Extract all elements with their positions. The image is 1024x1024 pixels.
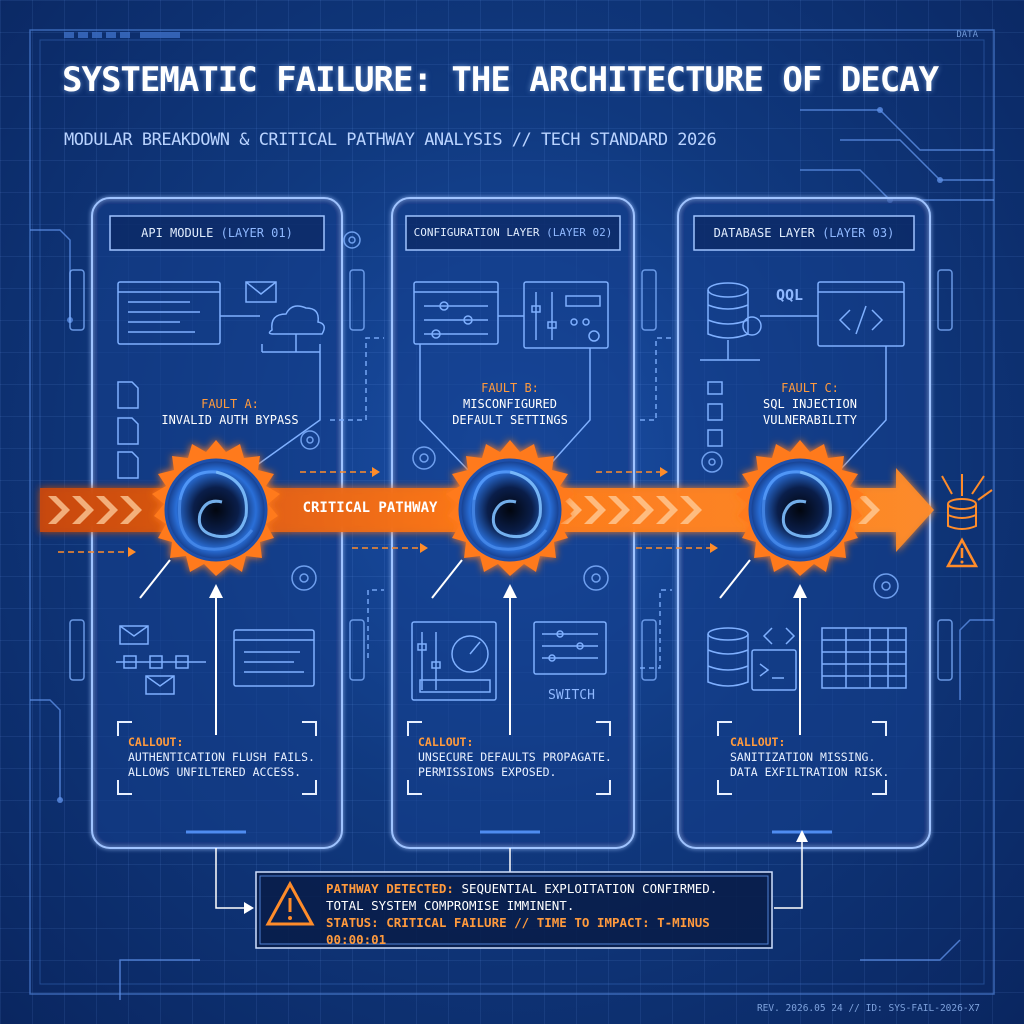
panel-layer: (LAYER 03) — [822, 226, 895, 240]
alert-box — [255, 871, 773, 949]
fault-description-line2: DEFAULT SETTINGS — [452, 413, 568, 427]
callout-database: CALLOUT: SANITIZATION MISSING. DATA EXFI… — [730, 735, 890, 780]
callout-label: CALLOUT: — [730, 735, 786, 749]
browser-window-icon — [233, 629, 315, 687]
alert-status: STATUS: CRITICAL FAILURE // TIME TO IMPA… — [326, 915, 710, 947]
fault-description: INVALID AUTH BYPASS — [161, 413, 299, 427]
callout-api: CALLOUT: AUTHENTICATION FLUSH FAILS. ALL… — [128, 735, 318, 780]
switch-label: SWITCH — [548, 688, 595, 703]
callout-line2: DATA EXFILTRATION RISK. — [730, 765, 890, 779]
qql-label: QQL — [776, 286, 804, 304]
fault-description-line2: VULNERABILITY — [763, 413, 857, 427]
panel-title-database: DATABASE LAYER (LAYER 03) — [694, 219, 914, 247]
envelope-icon — [245, 281, 277, 303]
callout-line1: AUTHENTICATION FLUSH FAILS. — [128, 750, 315, 764]
panel-layer: (LAYER 01) — [220, 226, 293, 240]
panel-title-api: API MODULE (LAYER 01) — [110, 219, 324, 247]
alert-line2: TOTAL SYSTEM COMPROMISE IMMINENT. — [326, 898, 575, 913]
panel-name: DATABASE LAYER — [713, 226, 815, 240]
fault-label: FAULT C: — [781, 381, 839, 395]
callout-line2: PERMISSIONS EXPOSED. — [418, 765, 557, 779]
gauge-icon — [451, 635, 489, 673]
fault-b: FAULT B: MISCONFIGURED DEFAULT SETTINGS — [420, 380, 600, 428]
fault-description-line1: MISCONFIGURED — [463, 397, 557, 411]
callout-label: CALLOUT: — [418, 735, 474, 749]
browser-window-icon — [117, 281, 221, 345]
page-subtitle: MODULAR BREAKDOWN & CRITICAL PATHWAY ANA… — [64, 130, 717, 150]
panel-layer: (LAYER 02) — [546, 226, 613, 239]
terminal-icon — [751, 649, 797, 691]
fault-description-line1: SQL INJECTION — [763, 397, 857, 411]
alert-line1: SEQUENTIAL EXPLOITATION CONFIRMED. — [461, 881, 718, 896]
critical-pathway-label: CRITICAL PATHWAY — [302, 500, 438, 516]
alert-message: PATHWAY DETECTED: SEQUENTIAL EXPLOITATIO… — [326, 880, 766, 948]
warning-icon — [265, 880, 315, 926]
callout-line1: UNSECURE DEFAULTS PROPAGATE. — [418, 750, 612, 764]
callout-config: CALLOUT: UNSECURE DEFAULTS PROPAGATE. PE… — [418, 735, 614, 780]
callout-line1: SANITIZATION MISSING. — [730, 750, 876, 764]
revision-id: REV. 2026.05 24 // ID: SYS-FAIL-2026-X7 — [756, 1003, 980, 1014]
callout-line2: ALLOWS UNFILTERED ACCESS. — [128, 765, 302, 779]
outer-frame — [29, 29, 995, 995]
fault-label: FAULT A: — [201, 397, 259, 411]
code-window-icon — [817, 281, 905, 347]
page-title: SYSTEMATIC FAILURE: THE ARCHITECTURE OF … — [62, 60, 939, 100]
gear-icon — [300, 430, 320, 450]
control-panel-icon — [523, 281, 609, 349]
warning-icon — [945, 537, 979, 568]
sliders-icon — [413, 281, 499, 345]
exploding-database-icon — [941, 474, 993, 530]
table-icon — [821, 627, 907, 689]
panel-name: API MODULE — [141, 226, 214, 240]
fault-a: FAULT A: INVALID AUTH BYPASS — [130, 396, 330, 428]
panel-title-config: CONFIGURATION LAYER (LAYER 02) — [406, 219, 620, 247]
vortex-icon — [152, 440, 864, 576]
alert-label: PATHWAY DETECTED: — [326, 881, 454, 896]
header-ticks — [64, 32, 180, 38]
corner-tag: DATA — [956, 30, 978, 40]
fault-c: FAULT C: SQL INJECTION VULNERABILITY — [730, 380, 890, 428]
pathway-chevrons — [48, 496, 880, 524]
cloud-network-icon — [268, 305, 325, 335]
callout-label: CALLOUT: — [128, 735, 184, 749]
panel-name: CONFIGURATION LAYER — [413, 226, 540, 239]
document-icon — [117, 381, 139, 409]
fault-label: FAULT B: — [481, 381, 539, 395]
